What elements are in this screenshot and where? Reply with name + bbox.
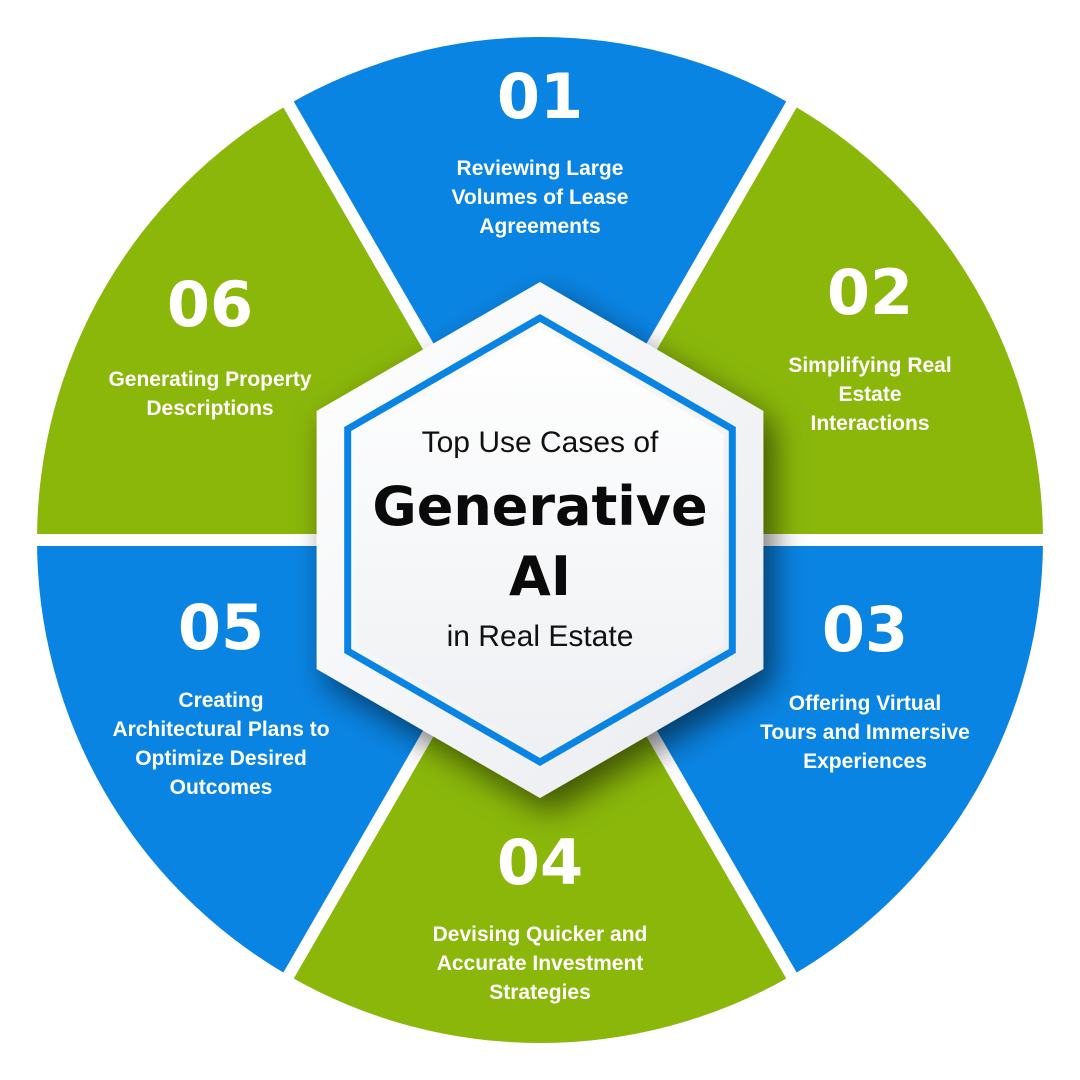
segment-number-04: 04: [497, 826, 583, 899]
center-title-bottom: in Real Estate: [447, 620, 634, 653]
segment-description-04: Devising Quicker and: [433, 923, 648, 946]
segment-description-03: Offering Virtual: [789, 692, 941, 715]
segment-number-06: 06: [167, 268, 253, 341]
segment-description-05: Architectural Plans to: [112, 718, 329, 741]
hexagon-inner-face: [356, 328, 724, 752]
center-title-main-2: AI: [509, 545, 571, 608]
segment-number-02: 02: [827, 256, 913, 329]
center-hexagon: Top Use Cases of Generative AI in Real E…: [316, 282, 764, 798]
segment-description-02: Simplifying Real: [788, 354, 951, 377]
segment-number-03: 03: [822, 593, 908, 666]
segment-description-01: Volumes of Lease: [451, 186, 628, 209]
segment-number-01: 01: [497, 60, 583, 133]
segment-description-06: Generating Property: [108, 368, 311, 391]
segment-description-01: Agreements: [479, 215, 600, 238]
segment-description-02: Interactions: [810, 412, 929, 435]
segment-description-03: Experiences: [803, 750, 927, 773]
segment-description-05: Optimize Desired: [135, 747, 307, 770]
segment-description-04: Strategies: [489, 981, 591, 1004]
segment-description-04: Accurate Investment: [437, 952, 644, 975]
segment-description-01: Reviewing Large: [457, 157, 624, 180]
segment-description-05: Outcomes: [170, 776, 273, 799]
center-title-main-1: Generative: [372, 475, 707, 538]
center-title-top: Top Use Cases of: [422, 426, 659, 459]
segment-description-05: Creating: [178, 689, 263, 712]
segment-description-06: Descriptions: [146, 397, 273, 420]
segment-description-03: Tours and Immersive: [760, 721, 970, 744]
segment-description-02: Estate: [838, 383, 901, 406]
segment-number-05: 05: [178, 591, 264, 664]
hexagon-blue-ring: [344, 313, 736, 767]
